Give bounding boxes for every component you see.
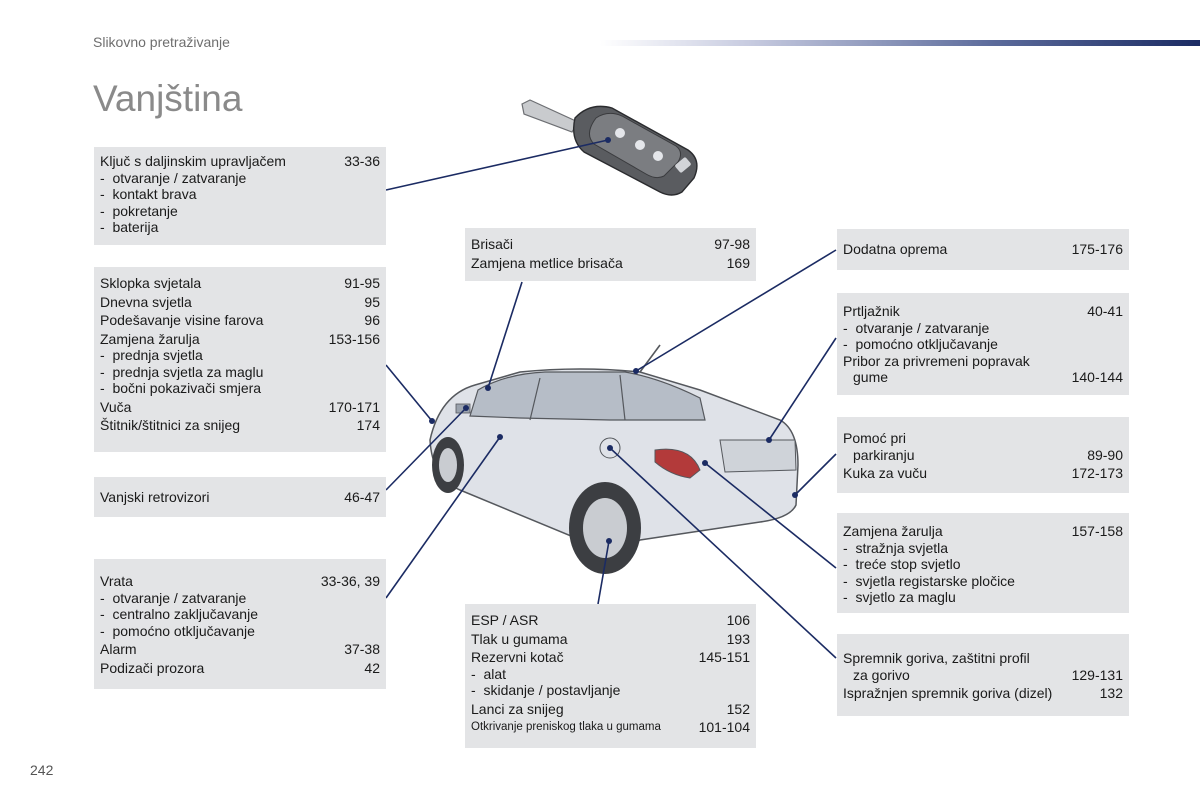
doors-box: Vrata 33-36, 39 otvaranje / zatvaranje ce… — [94, 559, 386, 689]
boot-item: pomoćno otključavanje — [843, 336, 1123, 353]
bulb-change-pages: 153-156 — [328, 330, 380, 347]
key-item: otvaranje / zatvaranje — [100, 170, 380, 187]
towbar-label: Kuka za vuču — [843, 465, 928, 481]
wiper-blade-pages: 169 — [726, 254, 750, 271]
parking-assist-label: Pomoć pri — [843, 430, 907, 446]
section-label: Slikovno pretraživanje — [93, 34, 230, 50]
key-item: baterija — [100, 219, 380, 236]
light-switch-label: Sklopka svjetala — [100, 275, 202, 291]
wipers-label: Brisači — [471, 236, 514, 252]
repair-kit-label: Pribor za privremeni popravak — [843, 352, 1030, 369]
accessories-label: Dodatna oprema — [843, 241, 948, 257]
snow-guard-label: Štitnik/štitnici za snijeg — [100, 417, 241, 433]
rear-bulbs-pages: 157-158 — [1071, 523, 1123, 539]
fuel-tank-label: Spremnik goriva, zaštitni profil — [843, 650, 1030, 666]
empty-tank-pages: 132 — [1099, 685, 1123, 701]
low-pressure-detection-pages: 101-104 — [698, 719, 750, 735]
parking-box: Pomoć pri parkiranju 89-90 Kuka za vuču 17… — [837, 417, 1129, 493]
mirrors-box: Vanjski retrovizori 46-47 — [94, 477, 386, 517]
wipers-pages: 97-98 — [714, 236, 750, 252]
bulb-item: prednja svjetla za maglu — [100, 364, 380, 381]
tyre-pressure-label: Tlak u gumama — [471, 630, 568, 647]
bulb-item: prednja svjetla — [100, 347, 380, 364]
mirrors-label: Vanjski retrovizori — [100, 489, 210, 505]
boot-box: Prtljažnik 40-41 otvaranje / zatvaranje p… — [837, 293, 1129, 395]
snow-chains-label: Lanci za snijeg — [471, 700, 564, 717]
remote-key-illustration — [521, 99, 698, 196]
repair-kit-pages: 140-144 — [1071, 369, 1123, 385]
key-title: Ključ s daljinskim upravljačem — [100, 153, 286, 169]
bulb-item: bočni pokazivači smjera — [100, 380, 380, 397]
daytime-lights-pages: 95 — [364, 293, 380, 310]
spare-wheel-item: skidanje / postavljanje — [471, 682, 750, 699]
fuel-box: Spremnik goriva, zaštitni profil za gori… — [837, 634, 1129, 716]
towbar-pages: 172-173 — [1071, 465, 1123, 481]
esp-pages: 106 — [726, 612, 750, 628]
esp-tyres-box: ESP / ASR 106 Tlak u gumama 193 Rezervni k… — [465, 604, 756, 748]
key-info-box: Ključ s daljinskim upravljačem 33-36 otva… — [94, 147, 386, 245]
daytime-lights-label: Dnevna svjetla — [100, 293, 192, 310]
spare-wheel-label: Rezervni kotač — [471, 649, 564, 665]
doors-pages: 33-36, 39 — [320, 573, 380, 589]
headlamp-adjust-label: Podešavanje visine farova — [100, 312, 264, 328]
header-gradient-bar — [600, 40, 1200, 46]
key-item: kontakt brava — [100, 186, 380, 203]
rear-bulb-item: svjetlo za maglu — [843, 589, 1123, 606]
key-item: pokretanje — [100, 203, 380, 220]
parking-assist-pages: 89-90 — [1087, 446, 1123, 463]
boot-pages: 40-41 — [1087, 303, 1123, 319]
alarm-pages: 37-38 — [344, 641, 380, 657]
headlamp-adjust-pages: 96 — [364, 312, 380, 328]
doors-item: centralno zaključavanje — [100, 606, 380, 623]
light-switch-pages: 91-95 — [344, 275, 380, 291]
accessories-pages: 175-176 — [1071, 241, 1123, 257]
boot-label: Prtljažnik — [843, 303, 900, 319]
front-lights-box: Sklopka svjetala 91-95 Dnevna svjetla 95 P… — [94, 267, 386, 452]
windows-pages: 42 — [364, 659, 380, 676]
tyre-pressure-pages: 193 — [726, 630, 750, 647]
esp-label: ESP / ASR — [471, 612, 539, 628]
leader-dots — [429, 137, 798, 544]
rear-bulb-item: treće stop svjetlo — [843, 556, 1123, 573]
wiper-blade-label: Zamjena metlice brisača — [471, 254, 623, 271]
car-illustration — [429, 344, 799, 574]
boot-item: otvaranje / zatvaranje — [843, 320, 1123, 337]
parking-assist-label-cont: parkiranju — [853, 446, 915, 463]
rear-bulb-item: svjetla registarske pločice — [843, 573, 1123, 590]
snow-guard-pages: 174 — [356, 417, 380, 433]
alarm-label: Alarm — [100, 641, 137, 657]
spare-wheel-item: alat — [471, 666, 750, 683]
spare-wheel-pages: 145-151 — [698, 649, 750, 665]
fuel-tank-pages: 129-131 — [1071, 666, 1123, 683]
windows-label: Podizači prozora — [100, 659, 205, 676]
rear-bulbs-label: Zamjena žarulja — [843, 523, 943, 539]
accessories-box: Dodatna oprema 175-176 — [837, 229, 1129, 270]
mirrors-pages: 46-47 — [344, 489, 380, 505]
doors-label: Vrata — [100, 573, 133, 589]
doors-item: otvaranje / zatvaranje — [100, 590, 380, 607]
snow-chains-pages: 152 — [726, 700, 750, 717]
page-number: 242 — [30, 762, 54, 778]
towing-label: Vuča — [100, 398, 132, 415]
fuel-tank-label-cont: za gorivo — [853, 666, 910, 683]
low-pressure-detection-label: Otkrivanje preniskog tlaka u gumama — [471, 721, 661, 733]
leader-lines — [385, 139, 837, 659]
repair-kit-label-cont: gume — [853, 369, 889, 385]
empty-tank-label: Ispražnjen spremnik goriva (dizel) — [843, 685, 1053, 701]
wipers-box: Brisači 97-98 Zamjena metlice brisača 169 — [465, 228, 756, 281]
rear-bulb-item: stražnja svjetla — [843, 540, 1123, 557]
key-pages: 33-36 — [344, 153, 380, 169]
page-title: Vanjština — [93, 78, 243, 119]
bulb-change-label: Zamjena žarulja — [100, 330, 200, 347]
towing-pages: 170-171 — [328, 398, 380, 415]
doors-item: pomoćno otključavanje — [100, 623, 380, 640]
